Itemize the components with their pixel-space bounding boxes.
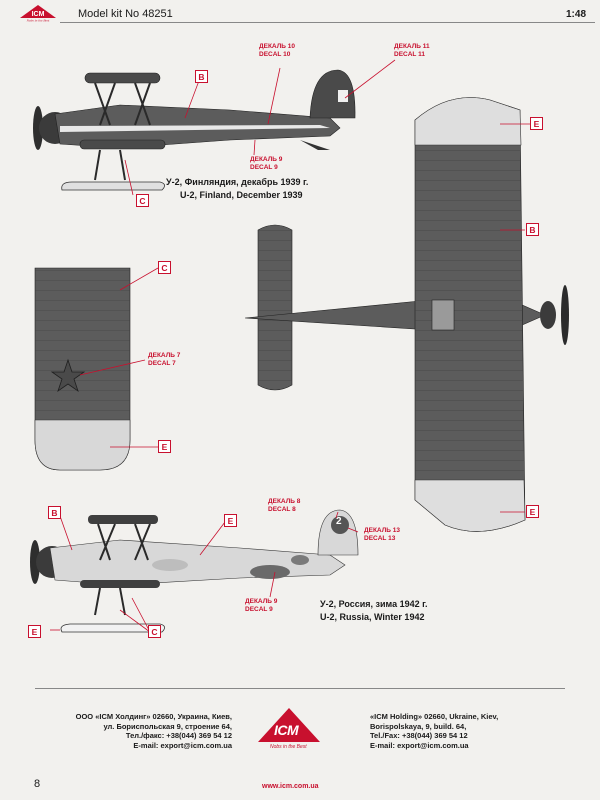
camouflage-drawings <box>30 59 569 633</box>
caption-ru: У-2, Финляндия, декабрь 1939 г. <box>166 177 309 187</box>
footer-rule <box>35 688 565 689</box>
logo-text: ICM <box>274 722 299 738</box>
address-line: «ICM Holding» 02660, Ukraine, Kiev, <box>370 712 499 721</box>
color-badge-c: C <box>148 625 161 638</box>
color-badge-b: B <box>195 70 208 83</box>
callout-decal-13: ДЕКАЛЬ 13 DECAL 13 <box>364 527 400 543</box>
address-line: Тел./факс: +38(044) 369 54 12 <box>125 731 232 741</box>
scale-label: 1:48 <box>565 9 586 20</box>
callout-text: DECAL 11 <box>394 51 425 58</box>
callout-text: DECAL 7 <box>148 360 176 367</box>
address-line: E-mail: export@icm.com.ua <box>133 740 232 750</box>
callout-text: ДЕКАЛЬ 8 <box>268 498 301 505</box>
callout-text: DECAL 9 <box>250 164 278 171</box>
caption-en: U-2, Russia, Winter 1942 <box>320 612 425 622</box>
callout-text: DECAL 13 <box>364 535 396 542</box>
caption-finland: У-2, Финляндия, декабрь 1939 г. U-2, Fin… <box>166 176 308 202</box>
callout-text: ДЕКАЛЬ 9 <box>250 156 283 163</box>
side-view-russia <box>30 509 359 633</box>
website-url: www.icm.com.ua <box>262 783 319 790</box>
address-line: ул. Бориспольская 9, строение 64, <box>103 721 232 731</box>
callout-text: ДЕКАЛЬ 7 <box>148 352 181 359</box>
caption-russia: У-2, Россия, зима 1942 г. U-2, Russia, W… <box>320 598 427 624</box>
color-badge-b: B <box>526 223 539 236</box>
color-badge-b: B <box>48 506 61 519</box>
callout-text: ДЕКАЛЬ 13 <box>364 527 400 534</box>
model-kit-number: Model kit No 48251 <box>78 8 173 20</box>
lower-wing-detail <box>34 267 131 471</box>
footer-address-en: «ICM Holding» 02660, Ukraine, Kiev, Bori… <box>370 712 498 750</box>
color-badge-e: E <box>28 625 41 638</box>
callout-text: ДЕКАЛЬ 9 <box>245 598 278 605</box>
svg-text:ICM: ICM <box>32 11 45 18</box>
page-number: 8 <box>34 778 41 790</box>
color-badge-c: C <box>158 261 171 274</box>
callout-decal-11: ДЕКАЛЬ 11 DECAL 11 <box>394 43 430 59</box>
header-rule <box>60 22 595 23</box>
color-badge-e: E <box>224 514 237 527</box>
callout-text: DECAL 10 <box>259 51 291 58</box>
callout-text: DECAL 9 <box>245 606 273 613</box>
address-line: Borispolskaya, 9, build. 64, <box>370 721 467 731</box>
color-badge-c: C <box>136 194 149 207</box>
address-line: E-mail: export@icm.com.ua <box>370 740 469 750</box>
leader-lines <box>50 59 530 633</box>
svg-text:Nobs in the Best: Nobs in the Best <box>26 19 51 23</box>
color-badge-e: E <box>158 440 171 453</box>
callout-text: ДЕКАЛЬ 11 <box>394 43 430 50</box>
callout-text: ДЕКАЛЬ 10 <box>259 43 295 50</box>
callout-decal-7: ДЕКАЛЬ 7 DECAL 7 <box>148 352 180 368</box>
caption-en: U-2, Finland, December 1939 <box>180 190 303 200</box>
callout-text: DECAL 8 <box>268 506 296 513</box>
callout-decal-8: ДЕКАЛЬ 8 DECAL 8 <box>268 498 300 514</box>
callout-decal-9-bottom: ДЕКАЛЬ 9 DECAL 9 <box>245 598 277 614</box>
icm-footer-logo: ICM Nobs in the Best <box>256 704 322 756</box>
icm-header-logo: ICM Nobs in the Best <box>18 4 58 23</box>
address-line: ООО «ICM Холдинг» 02660, Украина, Киев, <box>75 712 232 721</box>
logo-slogan: Nobs in the Best <box>270 744 307 750</box>
side-view-finland <box>33 69 356 191</box>
footer-address-ru: ООО «ICM Холдинг» 02660, Украина, Киев, … <box>72 712 232 750</box>
callout-decal-10: ДЕКАЛЬ 10 DECAL 10 <box>259 43 295 59</box>
callout-decal-9-top: ДЕКАЛЬ 9 DECAL 9 <box>250 156 282 172</box>
caption-ru: У-2, Россия, зима 1942 г. <box>320 599 428 609</box>
tail-numeral: 2 <box>336 516 342 527</box>
color-badge-e: E <box>526 505 539 518</box>
color-badge-e: E <box>530 117 543 130</box>
address-line: Tel./Fax: +38(044) 369 54 12 <box>370 731 468 741</box>
plan-view <box>244 97 569 532</box>
